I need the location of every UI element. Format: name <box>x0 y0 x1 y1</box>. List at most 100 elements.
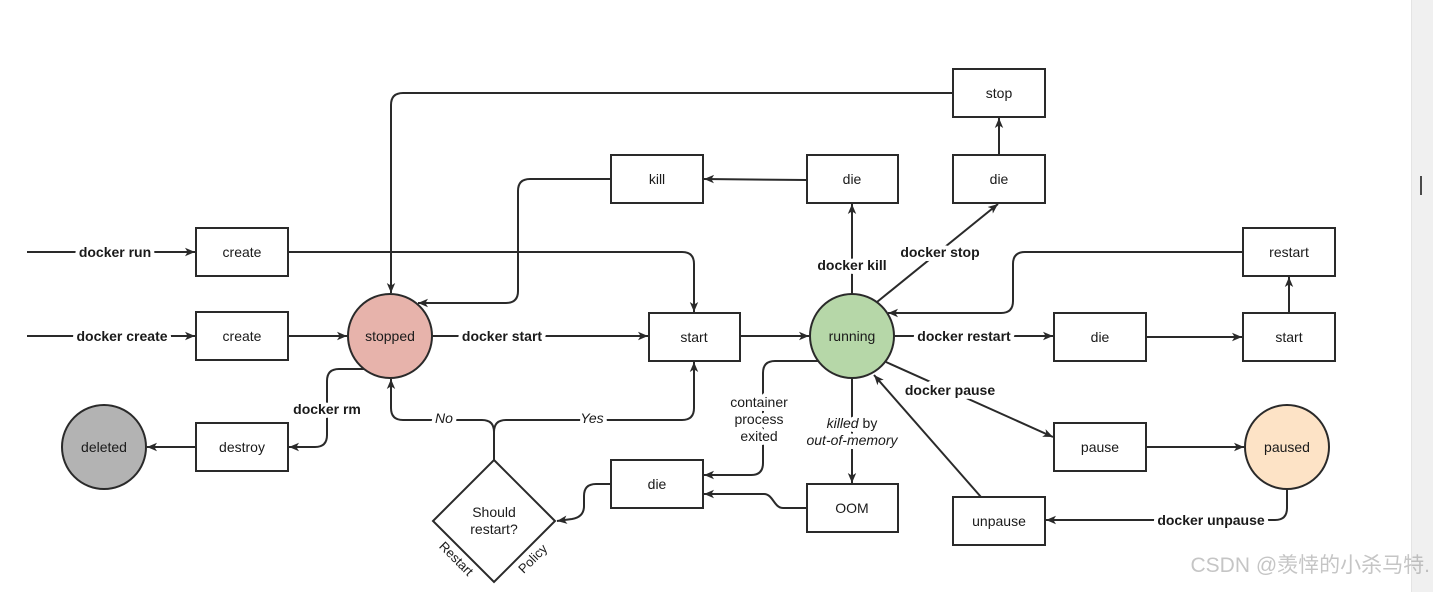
edge-restart-to-running <box>888 251 1243 318</box>
edge-decision-no-to-stopped <box>386 379 495 460</box>
edge-oom-to-die-exit <box>704 489 807 509</box>
edge-stopped-to-destroy <box>289 368 364 452</box>
edges <box>27 92 1294 525</box>
state-circle-stopped <box>347 293 433 379</box>
event-box-create <box>195 311 289 361</box>
state-node-paused: paused <box>1244 404 1330 490</box>
event-box-unpause <box>952 496 1046 546</box>
event-node-pause: pause <box>1053 422 1147 472</box>
label-killed-word: killed <box>827 415 860 431</box>
event-box-pause <box>1053 422 1147 472</box>
event-node-start: start <box>648 312 741 362</box>
label-container-process-exited-line2: process <box>734 411 783 427</box>
edge-running-to-pause <box>885 361 1054 438</box>
event-box-start-restart <box>1242 312 1336 362</box>
decision-node-restart-policy: Should restart? Restart Policy <box>431 458 557 584</box>
label-container-process-exited-line3: exited <box>740 428 777 444</box>
event-label-stop: stop <box>986 85 1013 101</box>
edge-paused-to-unpause <box>1046 489 1288 525</box>
label-docker-start: docker start <box>462 328 542 344</box>
label-docker-restart: docker restart <box>917 328 1011 344</box>
edge-stop-to-stopped <box>386 92 953 293</box>
label-docker-create: docker create <box>76 328 167 344</box>
event-label-die-stop: die <box>990 171 1009 187</box>
edge-kill-to-stopped <box>418 178 611 308</box>
event-label-start: start <box>680 329 707 345</box>
label-out-of-memory: out-of-memory <box>806 432 898 448</box>
event-node-create: create <box>195 311 289 361</box>
state-nodes: stopped running deleted paused <box>61 293 1330 490</box>
event-node-die-kill: die <box>806 154 899 204</box>
event-node-create-run: create <box>195 227 289 277</box>
watermark: CSDN @羡悻的小杀马特. <box>1190 554 1431 577</box>
event-label-die-exit: die <box>648 476 667 492</box>
event-node-start-restart: start <box>1242 312 1336 362</box>
edge-unpause-to-running <box>873 374 982 498</box>
event-label-die-kill: die <box>843 171 862 187</box>
event-node-restart: restart <box>1242 227 1336 277</box>
state-node-deleted: deleted <box>61 404 147 490</box>
event-box-restart <box>1242 227 1336 277</box>
event-label-kill: kill <box>649 171 665 187</box>
event-label-destroy: destroy <box>219 439 265 455</box>
scrollbar-thumb[interactable] <box>1420 176 1422 195</box>
label-yes: Yes <box>580 410 603 426</box>
decision-label-line1: Should <box>472 504 516 520</box>
decision-diamond <box>431 458 557 584</box>
edge-decision-yes-to-start <box>493 362 699 433</box>
label-docker-stop: docker stop <box>900 244 979 260</box>
label-docker-rm: docker rm <box>293 401 361 417</box>
state-circle-paused <box>1244 404 1330 490</box>
event-box-create-run <box>195 227 289 277</box>
event-label-restart: restart <box>1269 244 1309 260</box>
event-label-create-run: create <box>223 244 262 260</box>
event-box-die-restart <box>1053 312 1147 362</box>
event-node-die-stop: die <box>952 154 1046 204</box>
label-docker-pause: docker pause <box>905 382 995 398</box>
vertical-scrollbar[interactable] <box>1411 0 1433 592</box>
event-label-oom: OOM <box>835 500 868 516</box>
edge-create-to-start <box>288 251 699 312</box>
event-nodes: stop kill die die create create start r <box>195 68 1336 546</box>
label-no: No <box>435 410 453 426</box>
state-circle-deleted <box>61 404 147 490</box>
label-docker-run: docker run <box>79 244 151 260</box>
edge-die-to-decision <box>556 483 611 524</box>
event-box-stop <box>952 68 1046 118</box>
edge-running-to-die-stop <box>876 203 999 303</box>
event-node-destroy: destroy <box>195 422 289 472</box>
event-node-kill: kill <box>610 154 704 204</box>
event-node-die-exit: die <box>610 459 704 509</box>
event-node-oom: OOM <box>806 483 899 533</box>
state-label-running: running <box>829 328 876 344</box>
edge-running-to-die-exit <box>704 360 822 480</box>
edge-die-to-kill <box>703 174 808 184</box>
label-by-word: by <box>863 415 878 431</box>
decision-label-line2: restart? <box>470 521 518 537</box>
label-docker-unpause: docker unpause <box>1157 512 1265 528</box>
state-node-running: running <box>809 293 895 379</box>
event-box-kill <box>610 154 704 204</box>
event-node-unpause: unpause <box>952 496 1046 546</box>
event-label-pause: pause <box>1081 439 1119 455</box>
event-label-start-restart: start <box>1275 329 1302 345</box>
label-container-process-exited-line1: container <box>730 394 788 410</box>
state-label-stopped: stopped <box>365 328 415 344</box>
state-label-paused: paused <box>1264 439 1310 455</box>
event-box-start <box>648 312 741 362</box>
state-node-stopped: stopped <box>347 293 433 379</box>
label-docker-kill: docker kill <box>817 257 886 273</box>
event-label-unpause: unpause <box>972 513 1026 529</box>
event-box-oom <box>806 483 899 533</box>
event-box-die-stop <box>952 154 1046 204</box>
state-label-deleted: deleted <box>81 439 127 455</box>
event-box-destroy <box>195 422 289 472</box>
event-box-die-kill <box>806 154 899 204</box>
event-box-die-exit <box>610 459 704 509</box>
event-node-die-restart: die <box>1053 312 1147 362</box>
state-circle-running <box>809 293 895 379</box>
event-label-create: create <box>223 328 262 344</box>
event-node-stop: stop <box>952 68 1046 118</box>
